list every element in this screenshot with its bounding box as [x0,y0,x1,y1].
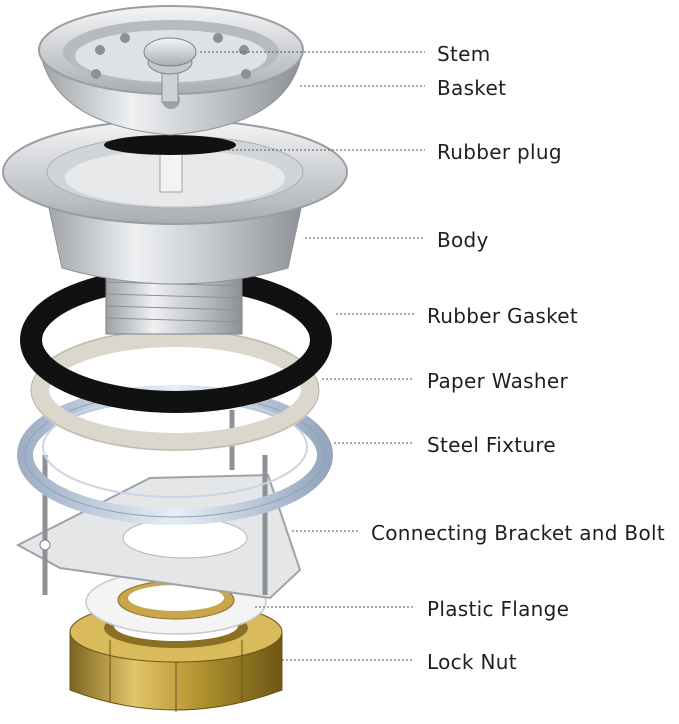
label-rubber-gasket: Rubber Gasket [427,304,579,328]
label-body: Body [437,228,489,252]
label-plastic-flange: Plastic Flange [427,597,570,621]
label-lock-nut: Lock Nut [427,650,517,674]
label-rubber-plug: Rubber plug [437,140,562,164]
label-paper-washer: Paper Washer [427,369,568,393]
label-connecting-bracket-and-bolt: Connecting Bracket and Bolt [371,521,665,545]
rubber-plug-part [104,135,236,193]
leader-lines [200,51,425,661]
label-stem: Stem [437,42,491,66]
label-basket: Basket [437,76,507,100]
stem-part [143,37,197,103]
label-steel-fixture: Steel Fixture [427,433,557,457]
